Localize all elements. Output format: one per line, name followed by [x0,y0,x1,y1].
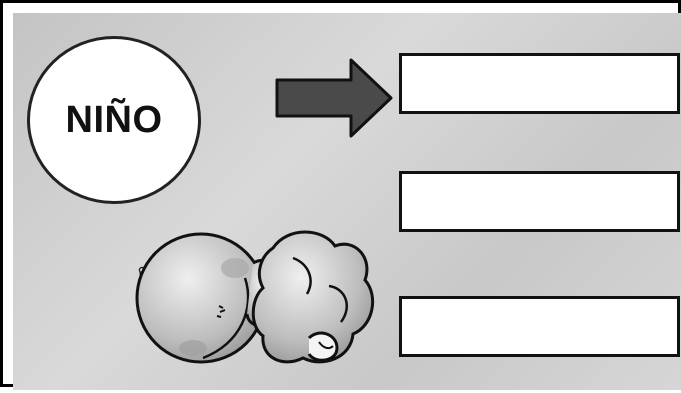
gray-panel: NIÑO [13,13,681,390]
word-circle: NIÑO [27,36,201,204]
answer-box-1[interactable] [399,53,680,114]
fetus-illustration [123,218,383,393]
word-label: NIÑO [66,99,163,142]
arrow-right-icon [275,58,395,138]
answer-box-2[interactable] [399,171,680,232]
answer-box-3[interactable] [399,296,680,357]
